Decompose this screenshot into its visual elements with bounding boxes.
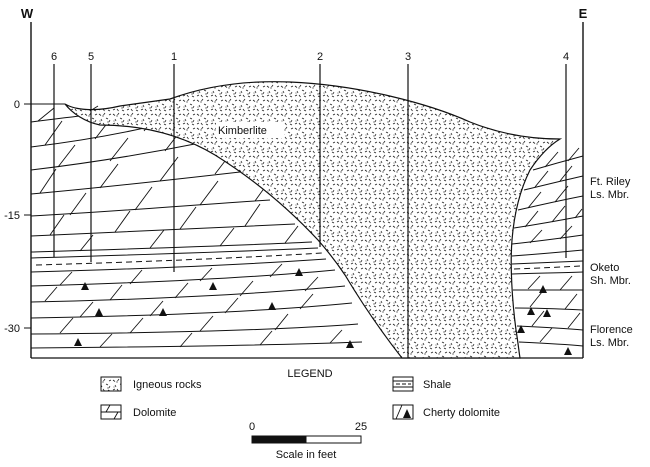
west-chert-nodules <box>74 268 354 348</box>
east-cherty-beds <box>513 290 583 346</box>
legend-label: Dolomite <box>133 407 176 419</box>
west-label: W <box>21 6 34 21</box>
depth-tick-label: -15 <box>4 210 20 222</box>
unit-label-ft-riley: Ft. Riley <box>590 176 631 188</box>
drill-hole-label: 5 <box>88 51 94 63</box>
west-cherty-joints <box>45 264 342 347</box>
scale-max-label: 25 <box>355 421 367 433</box>
drill-hole-label: 3 <box>405 51 411 63</box>
legend-item-dolomite: Dolomite <box>101 405 176 419</box>
west-shale-beds <box>31 248 326 272</box>
kimberlite-body <box>65 82 560 358</box>
west-cherty-beds <box>31 270 362 348</box>
unit-label-florence: Florence <box>590 324 633 336</box>
scale-bar-black <box>252 436 306 443</box>
unit-label-florence: Ls. Mbr. <box>590 337 629 349</box>
scale-caption: Scale in feet <box>276 449 337 461</box>
drill-hole-label: 6 <box>51 51 57 63</box>
drill-hole-label: 1 <box>171 51 177 63</box>
legend-label: Igneous rocks <box>133 379 202 391</box>
depth-tick-label: -30 <box>4 323 20 335</box>
depth-tick-label: 0 <box>14 99 20 111</box>
unit-label-oketo: Sh. Mbr. <box>590 275 631 287</box>
legend-label: Shale <box>423 379 451 391</box>
legend-title: LEGEND <box>287 368 332 380</box>
drill-hole-label: 4 <box>563 51 569 63</box>
east-shale-beds <box>512 261 583 274</box>
kimberlite-label: Kimberlite <box>218 125 267 137</box>
legend-item-igneous: Igneous rocks <box>101 377 202 391</box>
legend-label: Cherty dolomite <box>423 407 500 419</box>
legend-item-cherty: Cherty dolomite <box>393 405 500 419</box>
unit-label-ft-riley: Ls. Mbr. <box>590 189 629 201</box>
legend-item-shale: Shale <box>393 377 451 391</box>
drill-hole-label: 2 <box>317 51 323 63</box>
unit-label-oketo: Oketo <box>590 262 619 274</box>
east-label: E <box>579 6 588 21</box>
scale-bar-white <box>306 436 361 443</box>
igneous-swatch <box>101 377 121 391</box>
scale-min-label: 0 <box>249 421 255 433</box>
